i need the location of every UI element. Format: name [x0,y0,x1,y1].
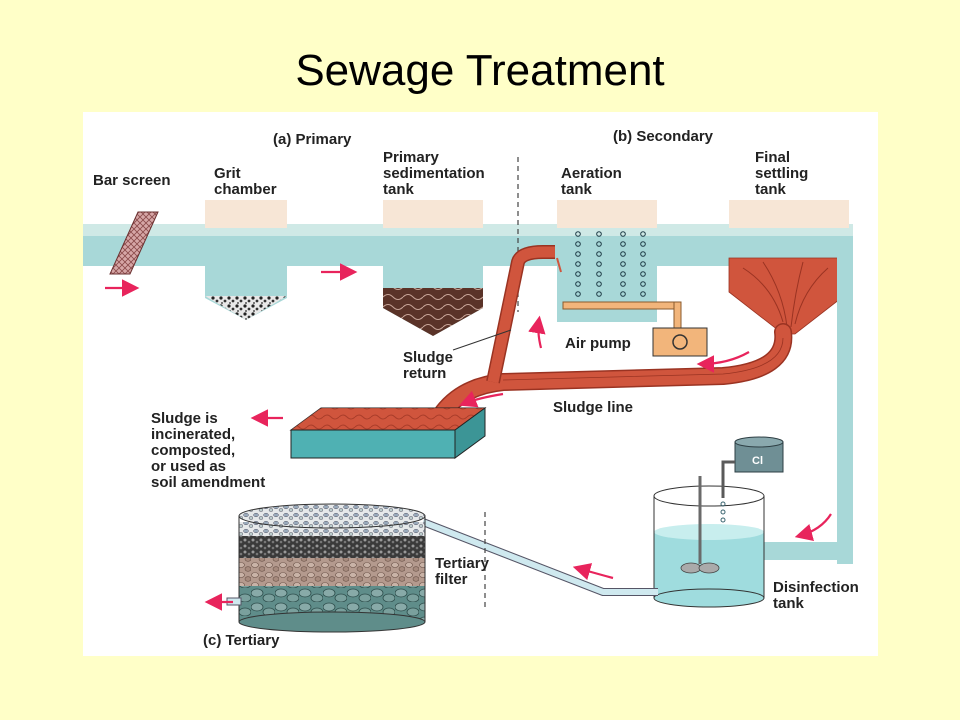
filter-feed-pipe [421,518,658,596]
svg-text:tank: tank [561,181,593,198]
chlorine-container [721,436,784,498]
aeration-bubbles [575,231,646,297]
slide-title: Sewage Treatment [295,46,665,95]
air-pump [652,327,708,357]
effluent-pipe [759,238,853,564]
svg-text:or used as: or used as [151,458,226,475]
sludge-line-label: Sludge line [553,399,633,416]
sludge-return-label: Sludge return [403,349,453,382]
aeration-tank-cap [557,200,657,228]
final-settling-tank-cap [729,200,849,228]
sludge-line [434,323,793,421]
bar-screen [109,211,159,275]
svg-text:Final: Final [755,149,790,166]
aeration-tank [557,231,682,333]
flow-arrows [105,263,832,611]
svg-text:tank: tank [773,595,805,612]
svg-text:incinerated,: incinerated, [151,426,235,443]
svg-text:Primary: Primary [383,149,440,166]
svg-text:composted,: composted, [151,442,235,459]
grit-chamber-label: Grit chamber [214,165,277,198]
grit-chamber-cap [205,200,287,228]
flow-arrow [572,563,614,581]
svg-text:Tertiary: Tertiary [435,555,490,572]
air-pump-label: Air pump [565,335,631,352]
svg-text:settling: settling [755,165,808,182]
sludge-return-pipe [486,245,562,384]
svg-text:Sludge is: Sludge is [151,410,218,427]
stage-label-tertiary: (c) Tertiary [203,632,280,649]
flow-arrow [696,351,750,373]
primary-sedimentation-tank [383,264,483,336]
final-settling-tank-label: Final settling tank [755,149,808,198]
air-pipe [562,301,682,310]
sludge-tray [289,407,487,459]
svg-text:Sludge: Sludge [403,349,453,366]
sludge-fate-label: Sludge is incinerated, composted, or use… [151,410,265,491]
primary-tank-cap [383,200,483,228]
svg-text:sedimentation: sedimentation [383,165,485,182]
grit-chamber [205,264,287,320]
tertiary-filter-label: Tertiary filter [435,555,490,588]
flow-arrow [458,390,504,408]
stage-label-secondary: (b) Secondary [613,128,714,145]
stage-label-primary: (a) Primary [273,131,352,148]
aeration-tank-label: Aeration tank [561,165,622,198]
chlorine-label: Cl [752,455,763,467]
svg-text:Disinfection: Disinfection [773,579,859,596]
disinfection-tank-label: Disinfection tank [773,579,859,612]
primary-sedimentation-tank-label: Primary sedimentation tank [383,149,485,198]
svg-text:Aeration: Aeration [561,165,622,182]
flow-arrow [528,315,546,349]
final-settling-tank [728,257,850,335]
svg-text:return: return [403,365,446,382]
flow-arrow [794,513,832,542]
svg-text:tank: tank [383,181,415,198]
svg-text:chamber: chamber [214,181,277,198]
svg-text:filter: filter [435,571,468,588]
svg-text:tank: tank [755,181,787,198]
bar-screen-label: Bar screen [93,172,171,189]
sewage-treatment-diagram: (a) Primary (b) Secondary (c) Tertiary B… [83,112,878,656]
svg-text:soil amendment: soil amendment [151,474,265,491]
main-channel [83,157,853,312]
sludge-return-leader [452,329,512,351]
svg-text:Grit: Grit [214,165,241,182]
tertiary-filter [226,503,486,633]
disinfection-tank [653,476,765,608]
